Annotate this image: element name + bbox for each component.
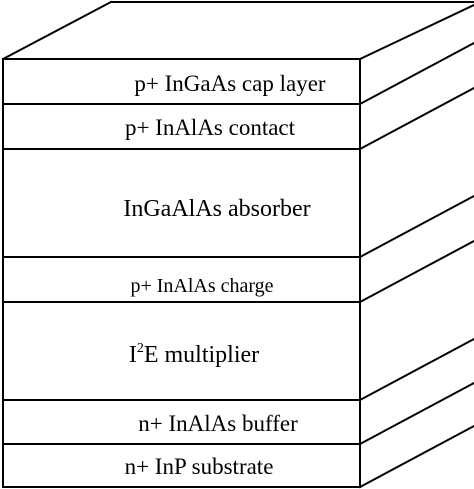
- layer-label-substrate: n+ InP substrate: [125, 454, 274, 479]
- layer-label-multiplier: I2E multiplier: [129, 341, 259, 368]
- layer-label-buffer: n+ InAlAs buffer: [138, 411, 298, 436]
- side-edge-1: [358, 41, 474, 106]
- side-edge-2: [358, 86, 474, 151]
- top-left-edge: [1, 0, 113, 61]
- top-right-edge: [358, 3, 474, 61]
- layer-label-absorber: InGaAlAs absorber: [123, 196, 310, 222]
- layer-label-cap: p+ InGaAs cap layer: [134, 71, 325, 96]
- side-edge-6: [358, 381, 474, 446]
- side-edge-4: [358, 239, 474, 304]
- layer-label-contact: p+ InAlAs contact: [125, 115, 296, 140]
- top-face: [3, 2, 474, 59]
- side-edge-3: [358, 194, 474, 259]
- side-edge-bottom: [358, 424, 474, 489]
- layer-label-charge: p+ InAlAs charge: [130, 275, 273, 297]
- multiplier-label-suffix: E multiplier: [144, 342, 259, 368]
- side-edge-5: [358, 337, 474, 402]
- front-face: [3, 59, 360, 487]
- multiplier-label-prefix: I: [129, 342, 137, 368]
- multiplier-label-superscript: 2: [137, 341, 144, 356]
